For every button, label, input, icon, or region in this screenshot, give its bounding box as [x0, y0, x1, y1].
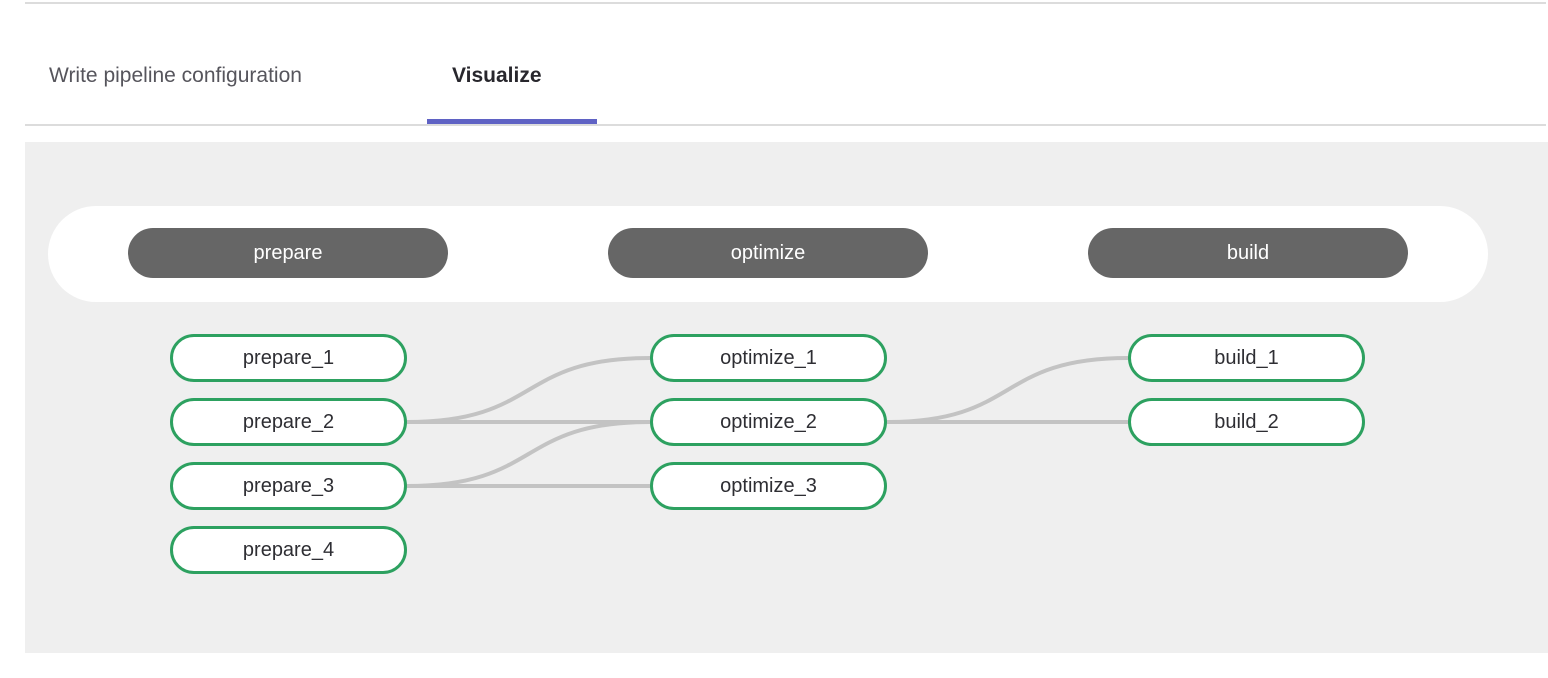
- job-pill-prepare_4[interactable]: prepare_4: [170, 526, 407, 574]
- job-pill-build_2[interactable]: build_2: [1128, 398, 1365, 446]
- job-pill-prepare_3[interactable]: prepare_3: [170, 462, 407, 510]
- job-pill-build_1[interactable]: build_1: [1128, 334, 1365, 382]
- top-divider: [25, 2, 1546, 4]
- job-pill-optimize_2[interactable]: optimize_2: [650, 398, 887, 446]
- tab-bar: Write pipeline configuration Visualize: [0, 0, 1548, 126]
- tab-visualize[interactable]: Visualize: [452, 64, 542, 87]
- link-prepare_2-to-optimize_1: [406, 356, 651, 424]
- tabbar-bottom-border: [25, 124, 1546, 126]
- stage-pill-prepare: prepare: [128, 228, 448, 278]
- tab-write-pipeline-configuration[interactable]: Write pipeline configuration: [49, 64, 302, 87]
- job-pill-optimize_1[interactable]: optimize_1: [650, 334, 887, 382]
- active-tab-indicator: [427, 119, 597, 124]
- link-optimize_2-to-build_1: [886, 356, 1129, 424]
- stage-pill-build: build: [1088, 228, 1408, 278]
- job-pill-prepare_1[interactable]: prepare_1: [170, 334, 407, 382]
- job-pill-prepare_2[interactable]: prepare_2: [170, 398, 407, 446]
- stage-pill-optimize: optimize: [608, 228, 928, 278]
- job-pill-optimize_3[interactable]: optimize_3: [650, 462, 887, 510]
- pipeline-links: [406, 356, 1129, 488]
- link-prepare_3-to-optimize_2: [406, 420, 651, 488]
